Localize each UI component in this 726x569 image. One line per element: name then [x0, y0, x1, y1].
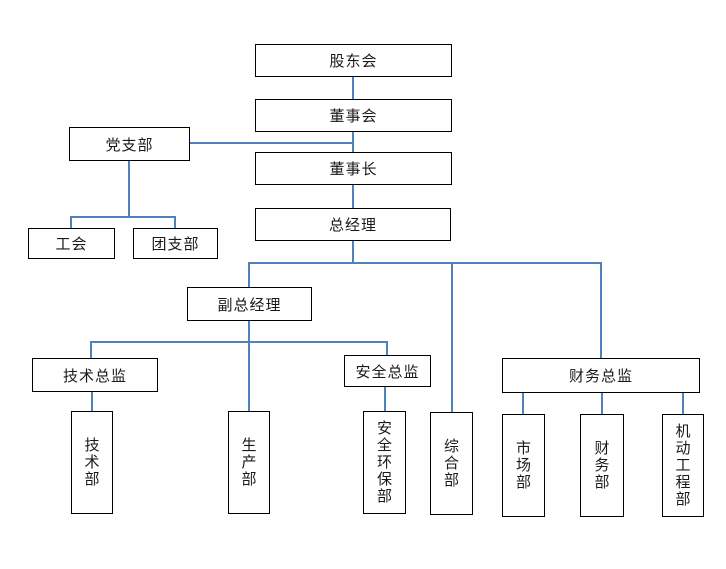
connector-rail-deputy-gm — [248, 262, 250, 288]
node-tech-director-label: 技术总监 — [62, 366, 127, 385]
connector-rail-youth-league — [174, 216, 176, 229]
node-safety-env-dept: 安全环保部 — [363, 411, 406, 514]
node-youth-league: 团支部 — [133, 228, 218, 259]
node-tech-director: 技术总监 — [32, 358, 158, 392]
node-party-branch-label: 党支部 — [105, 135, 154, 154]
connector-chairman-gm — [352, 185, 354, 209]
node-general-dept-label: 综合部 — [442, 438, 460, 489]
connector-finance-mech-eng — [682, 393, 684, 415]
node-shareholders: 股东会 — [255, 44, 452, 77]
connector-rail-production-dept — [248, 341, 250, 412]
node-shareholders-label: 股东会 — [329, 52, 378, 70]
node-mech-eng-dept-label: 机动工程部 — [673, 423, 692, 508]
connector-rail-labor-union — [70, 216, 72, 229]
connector-rail-general-dept — [451, 262, 453, 413]
node-marketing-dept: 市场部 — [502, 414, 545, 517]
connector-deputy-children-rail — [90, 341, 388, 343]
node-finance-dept: 财务部 — [580, 414, 624, 517]
node-board: 董事会 — [255, 99, 452, 132]
connector-gm-children-rail — [248, 262, 602, 264]
connector-board-chairman — [352, 132, 354, 153]
connector-shareholders-board — [352, 77, 354, 100]
node-production-dept: 生产部 — [228, 411, 270, 514]
node-deputy-gm: 副总经理 — [187, 287, 312, 321]
connector-gm-down — [352, 241, 354, 264]
node-finance-director: 财务总监 — [502, 358, 700, 393]
connector-party-branch-link — [190, 142, 353, 144]
node-safety-env-dept-label: 安全环保部 — [375, 420, 393, 505]
node-production-dept-label: 生产部 — [239, 437, 258, 488]
connector-rail-safety-director — [386, 341, 388, 356]
connector-finance-finance-dept — [601, 393, 603, 415]
connector-rail-tech-director — [90, 341, 92, 359]
node-labor-union: 工会 — [28, 228, 115, 259]
node-finance-director-label: 财务总监 — [568, 367, 633, 385]
node-party-branch: 党支部 — [69, 127, 190, 161]
node-mech-eng-dept: 机动工程部 — [662, 414, 704, 517]
node-chairman-label: 董事长 — [329, 160, 378, 178]
node-marketing-dept-label: 市场部 — [514, 440, 532, 491]
node-labor-union-label: 工会 — [55, 235, 88, 253]
node-chairman: 董事长 — [255, 152, 452, 185]
connector-deputy-gm-down — [248, 321, 250, 342]
node-tech-dept: 技术部 — [71, 411, 113, 514]
node-general-manager-label: 总经理 — [328, 216, 377, 234]
node-deputy-gm-label: 副总经理 — [217, 295, 282, 314]
node-youth-league-label: 团支部 — [151, 235, 200, 253]
connector-finance-marketing — [522, 393, 524, 415]
node-finance-dept-label: 财务部 — [592, 440, 611, 491]
connector-rail-finance-director — [600, 262, 602, 359]
node-safety-director-label: 安全总监 — [355, 362, 420, 381]
node-board-label: 董事会 — [329, 107, 378, 125]
connector-party-children-rail — [70, 216, 176, 218]
connector-tech-director-dept — [91, 392, 93, 412]
node-general-manager: 总经理 — [255, 208, 451, 241]
connector-safety-director-dept — [384, 387, 386, 412]
node-safety-director: 安全总监 — [344, 355, 431, 387]
connector-party-down — [128, 161, 130, 217]
node-general-dept: 综合部 — [430, 412, 473, 515]
node-tech-dept-label: 技术部 — [82, 437, 101, 488]
